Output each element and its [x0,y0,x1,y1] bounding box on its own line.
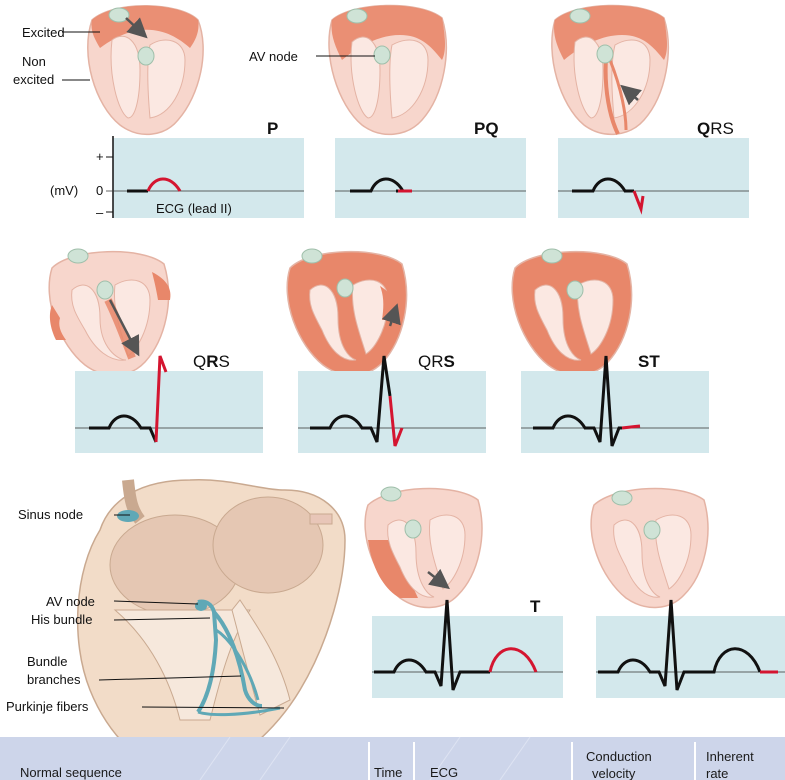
label-av-node-top: AV node [249,49,298,64]
label-bundle-branches-2: branches [27,672,81,687]
anatomical-heart [78,480,345,780]
heart-panel-3 [552,5,668,134]
phase-q-bold: Q [697,119,710,138]
header-conduction-1: Conduction [586,749,652,764]
header-inherent-1: Inherent [706,749,754,764]
phase-r-pre: Q [193,352,206,371]
ecg-panel-8 [596,616,785,698]
phase-label-st: ST [638,352,660,371]
ecg-caption: ECG (lead II) [156,201,232,216]
phase-s-pre: QR [418,352,444,371]
label-av-node: AV node [46,594,95,609]
phase-label-qrs-q: QRS [697,119,734,138]
ecg-panel-4 [75,371,263,453]
phase-label-qrs-s: QRS [418,352,455,371]
heart-panel-6 [512,249,631,375]
ecg-panel-3 [558,138,749,218]
header-normal-sequence: Normal sequence [20,765,122,780]
phase-label-pq: PQ [474,119,499,138]
label-purkinje: Purkinje fibers [6,699,89,714]
legend-non-excited-line2: excited [13,72,54,87]
phase-label-qrs-r: QRS [193,352,230,371]
legend-excited: Excited [22,25,65,40]
phase-r-bold: R [206,352,218,371]
axis-minus: – [96,205,104,220]
heart-panel-8 [591,489,708,608]
ecg-panel-7 [372,616,563,698]
axis-unit: (mV) [50,183,78,198]
heart-panel-7 [365,487,482,607]
legend-non-excited-line1: Non [22,54,46,69]
label-bundle-branches-1: Bundle [27,654,67,669]
ecg-panel-2 [335,138,526,218]
heart-panel-4 [49,249,170,375]
header-conduction-2: velocity [592,766,636,780]
header-ecg: ECG [430,765,458,780]
label-his-bundle: His bundle [31,612,92,627]
heart-panel-2 [329,5,446,134]
phase-s-bold: S [444,352,455,371]
header-time: Time [374,765,402,780]
phase-r-post: S [219,352,230,371]
phase-label-p: P [267,119,278,138]
heart-panel-1 [88,6,203,135]
header-inherent-2: rate [706,766,728,780]
phase-q-rest: RS [710,119,734,138]
phase-label-t: T [530,597,541,616]
axis-zero: 0 [96,183,103,198]
label-sinus-node: Sinus node [18,507,83,522]
axis-plus: + [96,149,104,164]
heart-panel-5 [287,249,406,375]
